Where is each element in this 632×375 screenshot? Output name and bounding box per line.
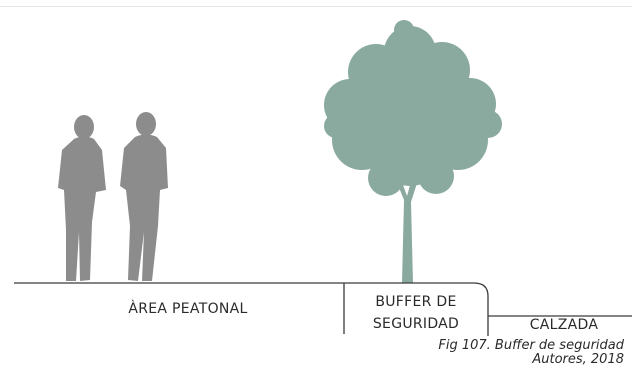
- roadway-label: CALZADA: [529, 317, 599, 333]
- buffer-label: BUFFER DE SEGURIDAD: [372, 294, 460, 332]
- top-rule: [0, 6, 632, 7]
- pedestrian-left-icon: [58, 115, 106, 281]
- pedestrian-right-icon: [120, 112, 168, 281]
- tree-canopy: [324, 20, 502, 196]
- caption-credit: Autores, 2018: [532, 352, 624, 367]
- caption-title: Fig 107. Buffer de seguridad: [438, 338, 624, 353]
- pedestrian-area-label: ÀREA PEATONAL: [128, 301, 248, 317]
- figure-caption: Fig 107. Buffer de seguridad Autores, 20…: [438, 339, 624, 367]
- ground-profile: [14, 282, 632, 336]
- tree-icon: [324, 20, 502, 283]
